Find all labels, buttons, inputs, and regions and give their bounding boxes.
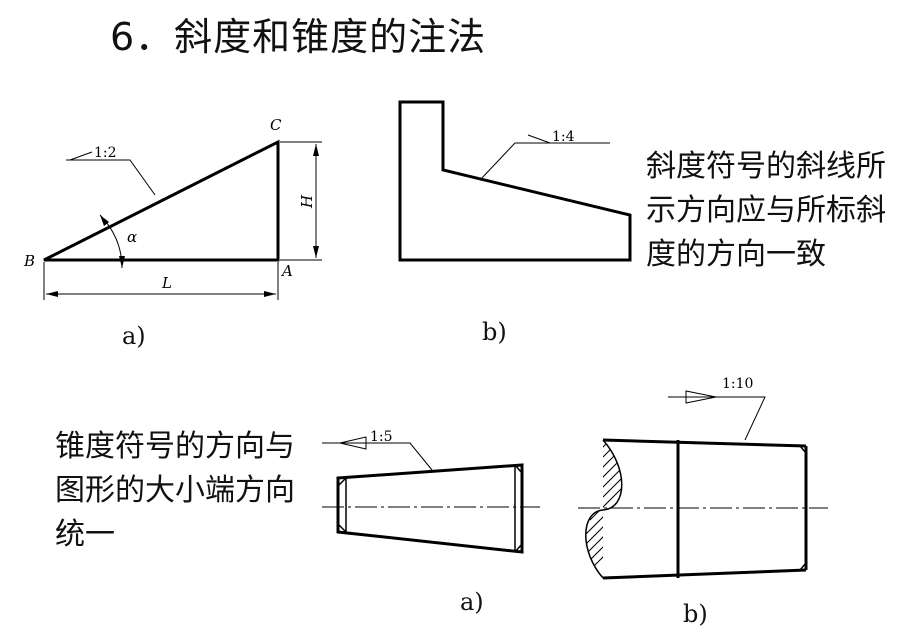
slope-symbol — [69, 151, 93, 161]
slope-part-figure — [398, 100, 632, 262]
shaft-bottom-edge — [602, 568, 807, 580]
taper-symbol — [685, 390, 717, 404]
arrowhead — [119, 256, 125, 268]
taper-leader-line — [668, 396, 766, 441]
slope-part-outline — [398, 100, 632, 262]
slope-direction-note: 斜度符号的斜线所示方向应与所标斜度的方向一致 — [646, 149, 886, 272]
taper-leader-line — [322, 442, 433, 471]
ratio-label: 1:10 — [722, 376, 753, 392]
slope-leader-line — [479, 142, 610, 181]
figure-caption: a) — [460, 588, 484, 616]
ratio-label: 1:4 — [552, 129, 575, 145]
height-label: H — [298, 194, 316, 209]
slope-triangle-figure — [43, 139, 322, 300]
point-label-a: A — [280, 262, 293, 280]
slope-triangle — [43, 139, 280, 262]
arrowhead — [313, 144, 319, 156]
slope-triangle-labels: 1:2 B A C H L α — [23, 116, 316, 292]
slope-symbol — [527, 134, 551, 144]
ratio-label: 1:5 — [370, 429, 393, 445]
taper-cone-figure — [322, 436, 540, 554]
arrowhead — [313, 246, 319, 258]
figure-caption: b) — [482, 318, 507, 346]
taper-direction-note: 锥度符号的方向与图形的大小端方向统一 — [55, 429, 295, 552]
figure-caption: a) — [122, 322, 146, 350]
arrowhead — [264, 291, 276, 297]
arrowhead — [100, 215, 109, 226]
taper-symbol — [339, 436, 367, 450]
page-title: 6．斜度和锥度的注法 — [110, 15, 487, 59]
length-label: L — [161, 274, 172, 292]
slope-leader-line — [66, 159, 156, 196]
chamfer-edge — [799, 445, 807, 571]
point-label-c: C — [270, 116, 282, 134]
cone-outline — [336, 463, 524, 554]
figure-caption: b) — [683, 600, 708, 628]
chamfer-edge — [337, 477, 347, 533]
taper-shaft-figure — [578, 390, 828, 580]
point-label-b: B — [23, 252, 35, 270]
ratio-label: 1:2 — [94, 145, 117, 161]
chamfer-edge — [514, 464, 523, 553]
angle-label: α — [127, 228, 137, 246]
shaft-top-edge — [602, 438, 807, 448]
arrowhead — [46, 291, 58, 297]
break-line — [585, 439, 623, 579]
